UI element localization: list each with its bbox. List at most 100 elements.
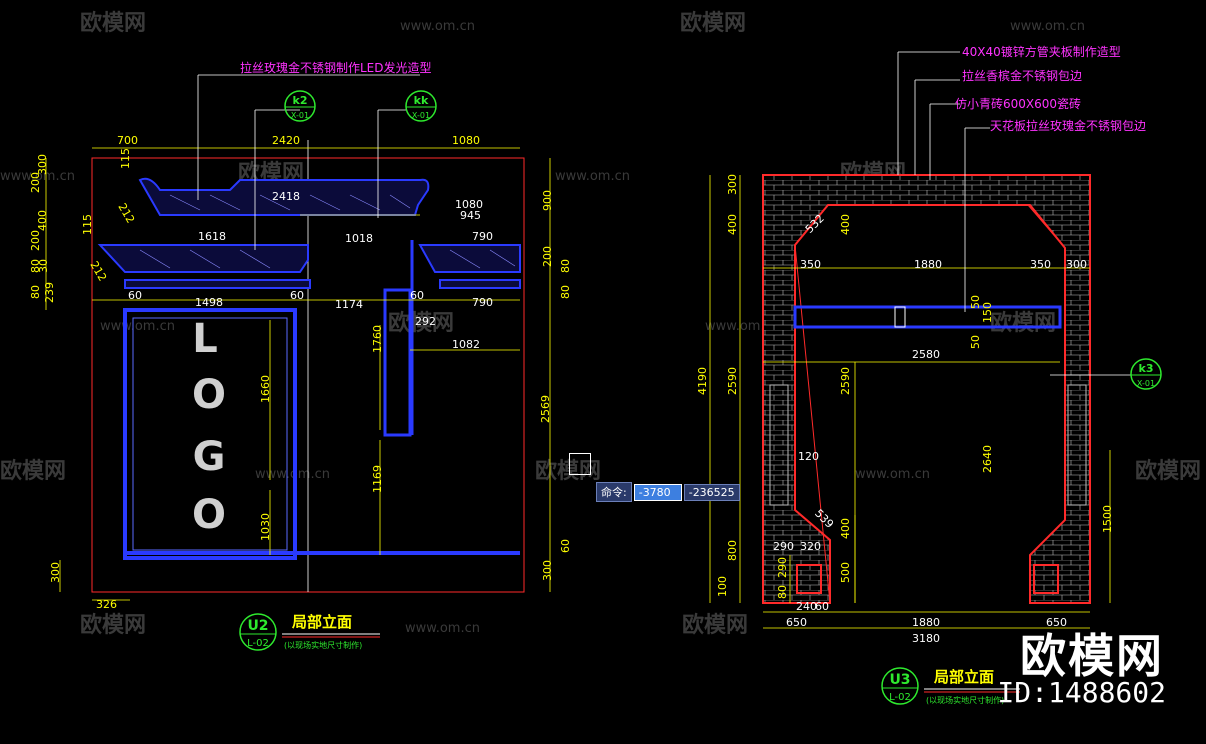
left-pillar-inlay [769, 384, 789, 506]
svg-text:1082: 1082 [452, 338, 480, 351]
arch-inner-outline [794, 204, 1066, 604]
left-dimension-lines [45, 147, 551, 601]
roof-tier-middle-right [418, 244, 521, 273]
svg-text:292: 292 [415, 315, 436, 328]
svg-text:60: 60 [128, 289, 142, 302]
logo-letter: L [192, 316, 218, 362]
svg-text:60: 60 [815, 600, 829, 613]
svg-text:700: 700 [117, 134, 138, 147]
crossbeam-joint [894, 306, 906, 328]
svg-text:30: 30 [37, 259, 50, 273]
dynamic-input[interactable]: 命令: -3780 -236525 [596, 482, 740, 502]
roof-tier-upper [138, 177, 430, 216]
svg-text:1500: 1500 [1101, 505, 1114, 533]
watermark-brand: 欧模网 [388, 310, 454, 336]
svg-text:50: 50 [969, 335, 982, 349]
roof-beam-lower-right [439, 279, 521, 289]
logo-letter: G [193, 434, 226, 480]
coord-y-input[interactable]: -236525 [683, 483, 740, 501]
svg-text:k3: k3 [1139, 362, 1154, 375]
svg-text:212: 212 [115, 201, 137, 226]
logo-panel-inner [132, 317, 288, 551]
left-title-block: U2 L-02 局部立面 (以现场实地尺寸制作) [239, 613, 380, 651]
tag-kk: kk X-01 [405, 90, 437, 122]
svg-text:2418: 2418 [272, 190, 300, 203]
svg-text:100: 100 [716, 576, 729, 597]
logo-letter: O [192, 372, 226, 418]
left-elevation: L O G O 拉丝玫瑰金不锈钢制作LED发光 [29, 60, 572, 651]
svg-text:650: 650 [1046, 616, 1067, 629]
svg-text:150: 150 [981, 302, 994, 323]
watermark-site: www.om.cn [855, 467, 930, 482]
svg-text:2420: 2420 [272, 134, 300, 147]
svg-text:1880: 1880 [912, 616, 940, 629]
svg-text:60: 60 [559, 539, 572, 553]
right-notes: 40X40镀锌方管夹板制作造型 拉丝香槟金不锈钢包边 仿小青砖600X600瓷砖… [955, 44, 1146, 133]
svg-text:50: 50 [969, 295, 982, 309]
svg-text:80: 80 [29, 259, 42, 273]
svg-text:2569: 2569 [539, 395, 552, 423]
right-leader-lines [897, 51, 1135, 376]
watermark-site: www.om.cn [405, 621, 480, 636]
watermark-logo: 欧模网 [1020, 629, 1164, 683]
watermark-brand: 欧模网 [1135, 458, 1201, 484]
svg-text:X-01: X-01 [291, 111, 309, 120]
right-dimension-text: 300 400 4190 2590 800 100 350 1880 350 3… [696, 174, 1114, 645]
svg-text:320: 320 [800, 540, 821, 553]
svg-text:400: 400 [839, 214, 852, 235]
watermark-brand: 欧模网 [990, 310, 1056, 336]
svg-text:80: 80 [776, 585, 789, 599]
svg-text:1080: 1080 [452, 134, 480, 147]
svg-text:80: 80 [559, 285, 572, 299]
right-pillar-inlay [1067, 384, 1087, 506]
coord-x-input[interactable]: -3780 [633, 483, 682, 501]
watermark-brand: 欧模网 [682, 612, 748, 638]
cursor-pickbox [569, 453, 591, 475]
svg-text:kk: kk [414, 94, 429, 107]
svg-text:290: 290 [776, 557, 789, 578]
svg-text:局部立面: 局部立面 [933, 668, 994, 686]
command-label: 命令: [596, 482, 632, 502]
svg-text:790: 790 [472, 230, 493, 243]
svg-text:200: 200 [541, 246, 554, 267]
svg-text:X-01: X-01 [1137, 379, 1155, 388]
svg-text:1030: 1030 [259, 513, 272, 541]
watermark-brand: 欧模网 [0, 458, 66, 484]
svg-text:240: 240 [796, 600, 817, 613]
svg-text:X-01: X-01 [412, 111, 430, 120]
svg-text:1018: 1018 [345, 232, 373, 245]
svg-text:60: 60 [290, 289, 304, 302]
roof-beam-lower [124, 279, 311, 289]
svg-text:1660: 1660 [259, 375, 272, 403]
svg-text:115: 115 [119, 148, 132, 169]
svg-text:L-02: L-02 [247, 638, 269, 649]
svg-text:790: 790 [472, 296, 493, 309]
svg-text:局部立面: 局部立面 [291, 613, 352, 631]
roof-hatching [139, 194, 516, 269]
svg-text:80: 80 [29, 285, 42, 299]
svg-text:212: 212 [87, 259, 109, 284]
svg-text:40X40镀锌方管夹板制作造型: 40X40镀锌方管夹板制作造型 [962, 44, 1121, 59]
svg-text:239: 239 [43, 282, 56, 303]
svg-text:200: 200 [29, 172, 42, 193]
svg-text:4190: 4190 [696, 367, 709, 395]
svg-text:900: 900 [541, 190, 554, 211]
left-dimension-text: 700 2420 1080 2418 1080 945 1618 1018 79… [29, 134, 572, 611]
svg-text:300: 300 [49, 562, 62, 583]
svg-text:300: 300 [726, 174, 739, 195]
svg-text:k2: k2 [293, 94, 308, 107]
svg-text:1174: 1174 [335, 298, 363, 311]
svg-text:1880: 1880 [914, 258, 942, 271]
right-title-block: U3 L-02 局部立面 (以现场实地尺寸制作) [881, 667, 1020, 705]
svg-text:400: 400 [839, 518, 852, 539]
right-base-ornament [1033, 564, 1059, 594]
right-dimension-lines [709, 175, 1111, 629]
svg-text:326: 326 [96, 598, 117, 611]
logo-panel-frame [123, 308, 297, 560]
svg-text:400: 400 [726, 214, 739, 235]
svg-text:350: 350 [1030, 258, 1051, 271]
svg-text:350: 350 [800, 258, 821, 271]
svg-text:115: 115 [81, 214, 94, 235]
svg-text:945: 945 [460, 209, 481, 222]
